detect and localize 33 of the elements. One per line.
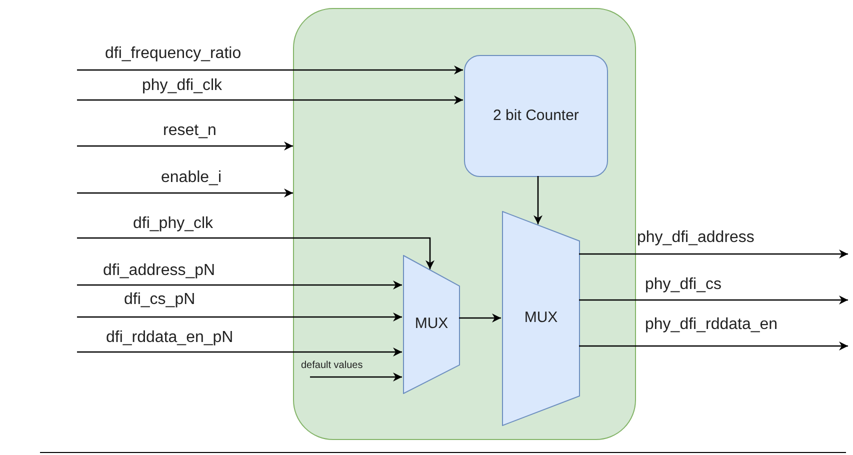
arrow [579,296,848,304]
arrow [534,176,542,224]
mux-trapezoid [502,211,580,426]
arrow [459,314,501,322]
signal-label: enable_i [161,168,222,188]
signal-label: dfi_address_pN [103,261,216,281]
arrow [77,312,402,322]
signal-label: dfi_cs_pN [124,290,196,310]
arrow [77,66,463,74]
signal-label: phy_dfi_address [637,228,754,248]
arrow [77,188,293,198]
node-label: MUX [414,314,448,334]
arrow [310,372,402,382]
signal-label: phy_dfi_cs [645,275,722,295]
arrow [77,237,434,270]
signal-label: reset_n [163,121,216,141]
signal-label: phy_dfi_clk [142,76,222,96]
signal-label: dfi_phy_clk [133,214,214,234]
node-label: MUX [524,308,558,328]
arrow [77,142,293,150]
counter-box [464,55,608,177]
arrow [77,96,463,104]
arrow [77,348,402,356]
signal-label: phy_dfi_rddata_en [645,315,778,335]
signal-label: dfi_frequency_ratio [105,44,242,64]
mux-trapezoid [403,255,460,394]
arrow [77,280,402,290]
node-label: 2 bit Counter [493,106,579,126]
module-block [293,8,636,440]
arrow [579,342,848,350]
signal-label: default values [301,359,363,373]
signal-label: dfi_rddata_en_pN [106,328,234,348]
arrow [579,250,848,258]
